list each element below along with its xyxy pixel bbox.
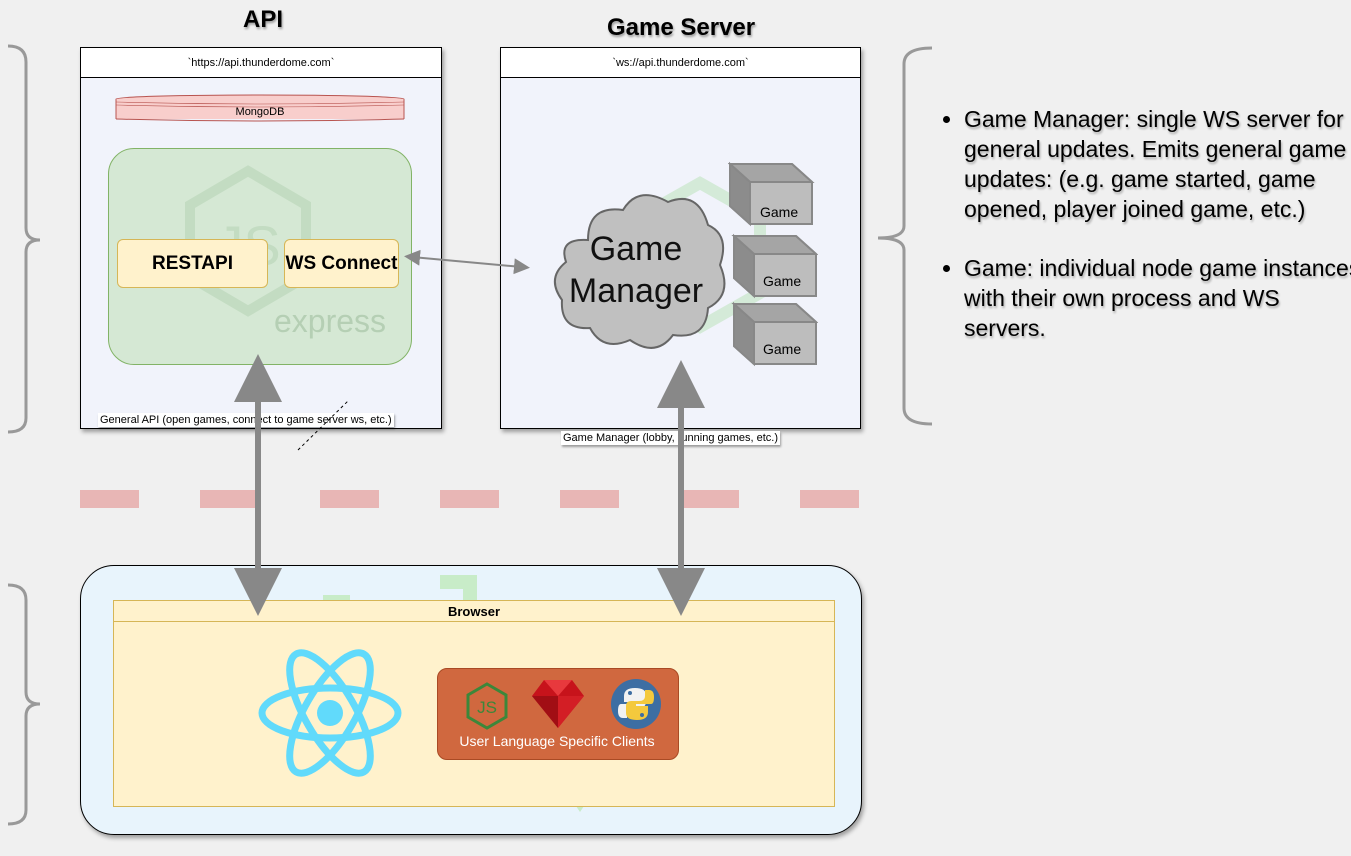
left-braces bbox=[7, 44, 41, 826]
brace-top bbox=[7, 44, 41, 434]
game-cube-2 bbox=[731, 233, 818, 299]
api-title: API bbox=[243, 6, 284, 33]
game-manager-label: Game Manager bbox=[568, 230, 704, 310]
note-game-manager: Game Manager: single WS server for gener… bbox=[964, 104, 1351, 224]
game-cubes bbox=[728, 161, 818, 367]
mongodb-cylinder bbox=[115, 94, 405, 122]
restapi-box: RESTAPI bbox=[117, 239, 268, 288]
brace-bottom bbox=[7, 583, 41, 826]
game-label-2: Game bbox=[763, 273, 802, 289]
boundary-dash bbox=[320, 490, 379, 508]
ws-to-game-manager-arrow bbox=[404, 249, 530, 275]
boundary-dash bbox=[560, 490, 619, 508]
dashed-leader-line bbox=[297, 399, 350, 451]
svg-text:JS: JS bbox=[477, 698, 497, 717]
ruby-icon bbox=[532, 680, 584, 728]
game-cube-3 bbox=[731, 301, 818, 367]
ws-connect-box: WS Connect bbox=[284, 239, 399, 288]
boundary-dash bbox=[800, 490, 859, 508]
nodejs-icon: JS bbox=[466, 682, 508, 730]
express-label: express bbox=[274, 303, 387, 339]
game-label-1: Game bbox=[760, 204, 799, 220]
game-manager-cloud bbox=[554, 194, 726, 349]
notes-list: Game Manager: single WS server for gener… bbox=[940, 104, 1351, 372]
browser-title: Browser bbox=[114, 601, 834, 622]
game-server-title: Game Server bbox=[607, 14, 756, 41]
boundary-dash bbox=[80, 490, 139, 508]
mongodb-label: MongoDB bbox=[235, 106, 285, 118]
note-game: Game: individual node game instances wit… bbox=[964, 253, 1351, 343]
boundary-dash bbox=[440, 490, 499, 508]
right-brace bbox=[877, 46, 933, 426]
python-icon bbox=[611, 679, 661, 729]
game-label-3: Game bbox=[763, 341, 802, 357]
clients-label: User Language Specific Clients bbox=[459, 733, 655, 749]
react-icon bbox=[258, 649, 402, 777]
api-url: `https://api.thunderdome.com` bbox=[81, 48, 441, 78]
game-server-url: `ws://api.thunderdome.com` bbox=[501, 48, 860, 78]
game-cube-1 bbox=[728, 161, 815, 227]
